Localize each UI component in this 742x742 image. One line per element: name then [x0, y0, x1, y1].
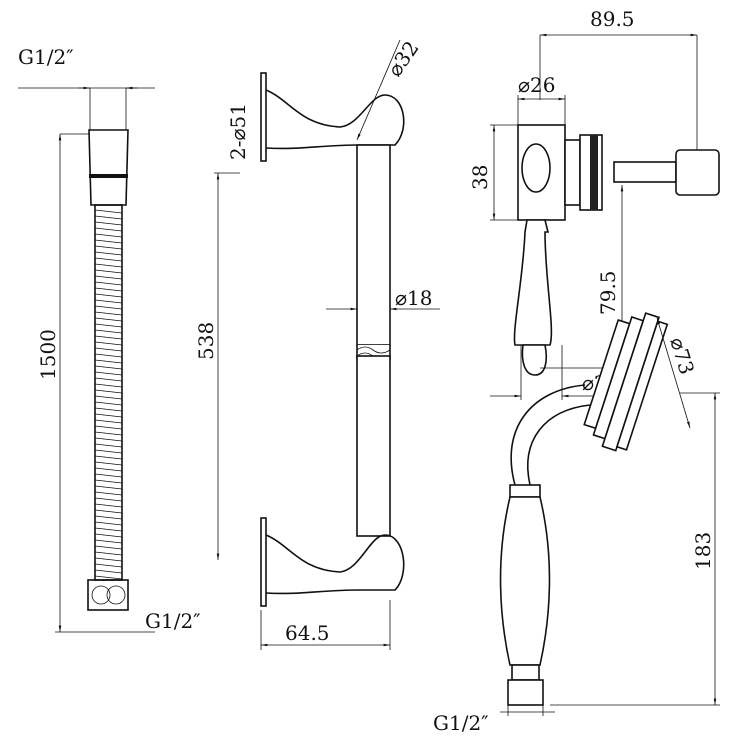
diverter-valve: 89.5 ⌀26 38 79.5 ⌀22 — [468, 7, 720, 400]
hose-bottom-thread-label: G1/2″ — [145, 609, 201, 633]
rail-bracket-dia-label: ⌀32 — [382, 36, 423, 80]
valve-handle-length-label: 79.5 — [596, 270, 620, 315]
hose-length-label: 1500 — [36, 329, 60, 380]
rail-projection-label: 64.5 — [285, 621, 330, 645]
shower-hose: G1/2″ G1/2″ 1500 — [18, 45, 201, 633]
rail-flange-dia-label: 2-⌀51 — [226, 103, 250, 160]
handset-thread-label: G1/2″ — [433, 711, 489, 735]
hose-top-thread-label: G1/2″ — [18, 45, 74, 69]
rail-height-label: 538 — [194, 322, 218, 360]
rail-bar-dia-label: ⌀18 — [395, 286, 433, 310]
handset-head-dia-label: ⌀73 — [665, 334, 699, 377]
hand-shower: ⌀73 183 G1/2″ — [433, 312, 720, 735]
valve-body-height-label: 38 — [468, 165, 492, 190]
handset-length-label: 183 — [691, 532, 715, 570]
valve-body-dia-label: ⌀26 — [518, 73, 556, 97]
valve-width-label: 89.5 — [590, 7, 635, 31]
slide-rail: 2-⌀51 ⌀32 ⌀18 538 64.5 — [194, 36, 440, 650]
hose-coil — [94, 204, 123, 581]
